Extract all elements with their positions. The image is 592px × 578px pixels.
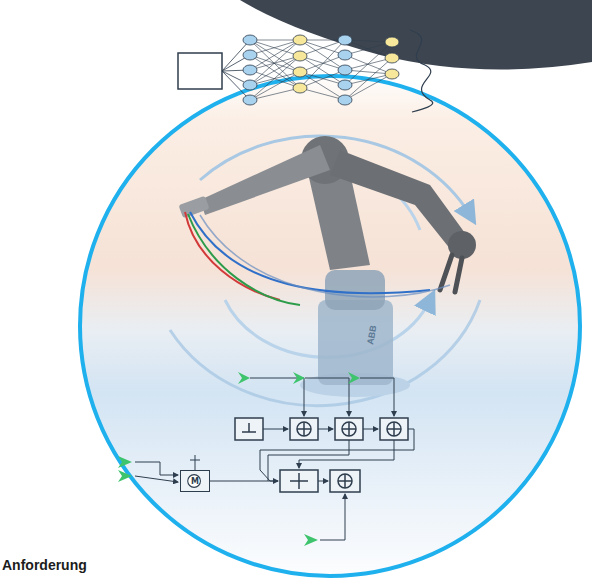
- robot-arm: [178, 136, 476, 397]
- motor-block: M: [180, 470, 210, 492]
- caption-text: Anforderung: [2, 557, 87, 573]
- node-text: M: [181, 471, 209, 491]
- neural-network: [178, 30, 433, 112]
- corner-shape: [240, 0, 592, 70]
- block-diagram: [118, 372, 414, 546]
